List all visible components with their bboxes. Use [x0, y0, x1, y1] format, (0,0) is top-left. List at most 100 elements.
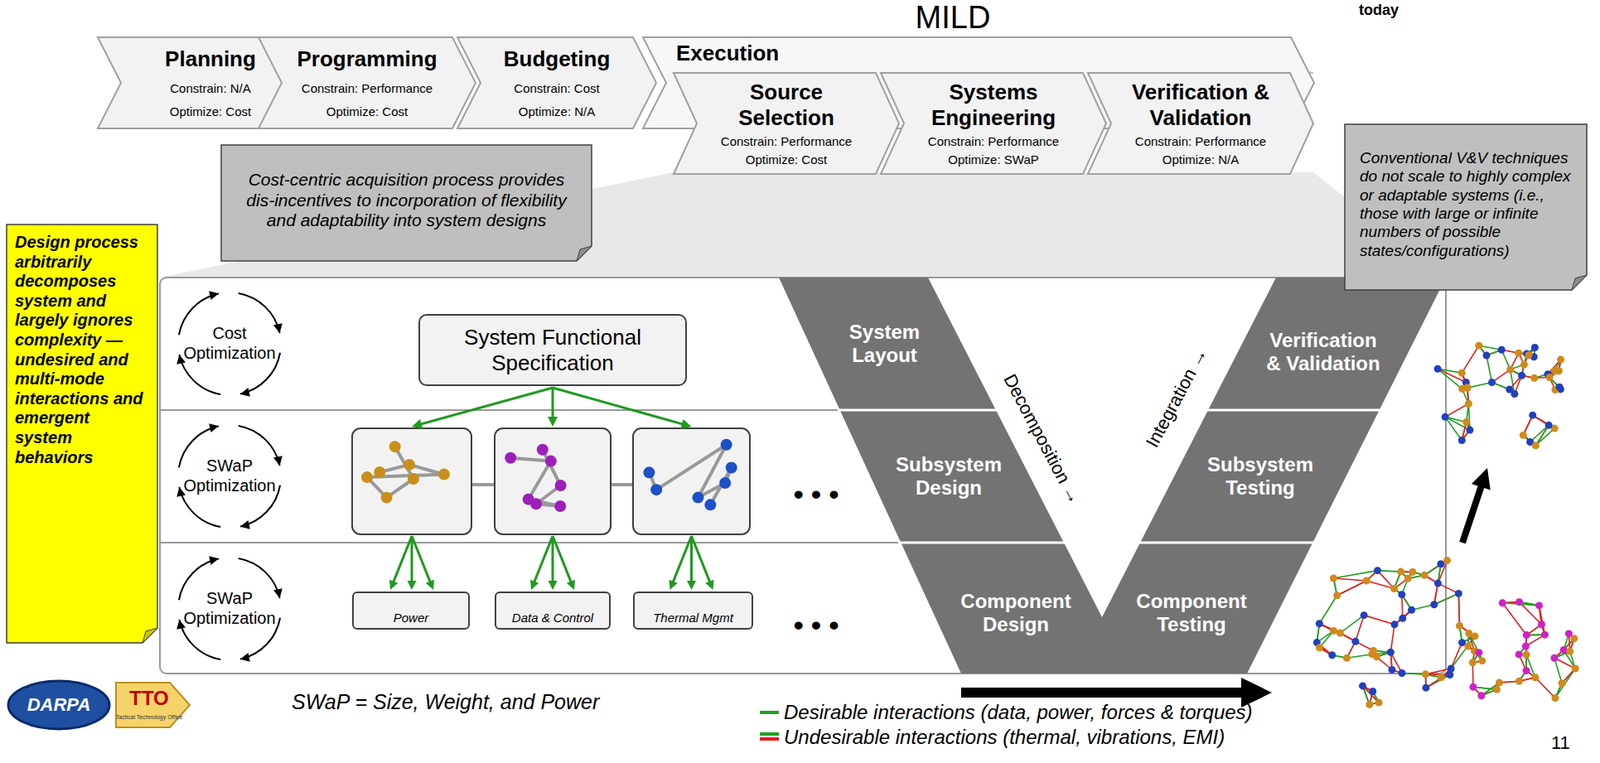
- timeline-arrow: [961, 687, 1243, 698]
- network-node: [1524, 351, 1533, 359]
- component-dot: [720, 439, 733, 451]
- arrowhead: [425, 580, 435, 590]
- network-link: [1532, 415, 1555, 429]
- network-node: [1565, 629, 1573, 638]
- arrowhead: [389, 580, 398, 590]
- stage-label: Verification & Validation: [1261, 328, 1386, 377]
- network-node: [1443, 556, 1451, 565]
- network-link: [1339, 615, 1364, 634]
- component-dot: [555, 479, 567, 492]
- network-link: [1434, 593, 1460, 605]
- network-node: [1463, 383, 1471, 392]
- component-dot: [407, 473, 420, 485]
- arrowhead: [411, 419, 423, 430]
- callout-text: Conventional V&V techniques do not scale…: [1359, 149, 1572, 261]
- phase-criterion: Constrain: N/A: [125, 81, 295, 97]
- network-link: [1445, 403, 1469, 417]
- network-node: [1390, 584, 1398, 593]
- phase-criterion: Optimize: SWaP: [908, 152, 1078, 168]
- network-node: [1458, 436, 1466, 445]
- network-node: [1447, 665, 1455, 673]
- network-node: [1483, 351, 1491, 359]
- arrow-line: [533, 536, 553, 584]
- arrowhead: [273, 588, 283, 599]
- chevron-shape: [673, 72, 900, 175]
- network-node: [1421, 571, 1429, 580]
- logo-text: DARPA: [27, 694, 92, 716]
- callout-shape: [6, 224, 158, 643]
- network-link: [1363, 615, 1395, 625]
- network-node: [1530, 374, 1538, 382]
- network-node: [1522, 642, 1530, 650]
- network-node: [1462, 418, 1470, 426]
- ellipsis: • • •: [793, 609, 840, 642]
- chevron-shape: [258, 37, 476, 129]
- network-link: [1467, 382, 1492, 389]
- v-model-stage: Verification & Validation: [1261, 314, 1386, 390]
- v-divider: [898, 541, 1067, 545]
- arrow-line: [410, 536, 414, 583]
- logo-subtext: Tactical Technology Office: [116, 714, 184, 721]
- network-node: [1546, 373, 1554, 382]
- network-link: [1502, 603, 1527, 636]
- network-node: [1571, 664, 1580, 672]
- callout-text: Design process arbitrarily decomposes sy…: [14, 232, 150, 468]
- arrow-line: [691, 536, 711, 584]
- network-link: [1337, 580, 1368, 596]
- network-node: [1404, 575, 1412, 583]
- network-node: [1437, 673, 1446, 682]
- arrowhead: [273, 323, 283, 334]
- phase-criterion: Constrain: Performance: [908, 134, 1078, 150]
- subsystem-box: [352, 428, 472, 535]
- arrowhead: [273, 455, 283, 466]
- optimization-cycle: SWaP Optimization: [176, 423, 283, 530]
- network-node: [1520, 360, 1528, 368]
- subsystem-link: [510, 458, 552, 462]
- component-dot: [725, 461, 738, 474]
- arrow-line: [1462, 483, 1483, 543]
- network-node: [1454, 589, 1463, 598]
- phase-title: Systems Engineering: [908, 79, 1078, 131]
- callout-fold: [142, 628, 158, 643]
- network-link: [1532, 415, 1555, 429]
- network-node: [1368, 687, 1377, 696]
- network-node: [1351, 638, 1359, 646]
- network-node: [1514, 349, 1523, 358]
- generated-art: [352, 342, 1580, 709]
- arrowhead: [240, 520, 251, 530]
- arrowhead: [208, 290, 219, 300]
- darpa-logo: [8, 681, 110, 730]
- phase-criterion: Optimize: N/A: [485, 104, 629, 120]
- component-box: Power: [352, 591, 470, 630]
- network-link: [1461, 345, 1480, 373]
- arrowhead: [208, 555, 219, 566]
- v-model-stage: Subsystem Testing: [1194, 443, 1326, 510]
- network-node: [1328, 651, 1336, 659]
- network-node: [1336, 629, 1344, 638]
- network-node: [1398, 614, 1407, 623]
- component-dot: [403, 459, 416, 471]
- slide-title: MILD: [915, 0, 991, 37]
- legend-line-red: [759, 737, 779, 741]
- arrow-line: [392, 536, 412, 584]
- v-model-stage: Subsystem Design: [888, 443, 1010, 510]
- network-node: [1464, 384, 1472, 392]
- arrowhead: [680, 419, 692, 430]
- network-node: [1387, 648, 1395, 657]
- network-node: [1397, 590, 1406, 599]
- phase-criterion: Optimize: N/A: [1116, 152, 1286, 168]
- arrowhead: [548, 580, 558, 590]
- component-box: Data & Control: [494, 591, 611, 630]
- stage-label: Subsystem Testing: [1194, 453, 1326, 501]
- network-node: [1360, 611, 1368, 619]
- network-node: [1531, 343, 1539, 352]
- arrow-line: [552, 387, 684, 425]
- process-chevron: ProgrammingConstrain: PerformanceOptimiz…: [258, 37, 476, 129]
- network-node: [1522, 631, 1531, 639]
- network-node: [1408, 568, 1417, 576]
- box-label: System Functional Specification: [431, 324, 674, 376]
- network-node: [1522, 651, 1531, 659]
- network-node: [1515, 650, 1523, 658]
- network-node: [1532, 441, 1540, 450]
- network-link: [1555, 668, 1576, 699]
